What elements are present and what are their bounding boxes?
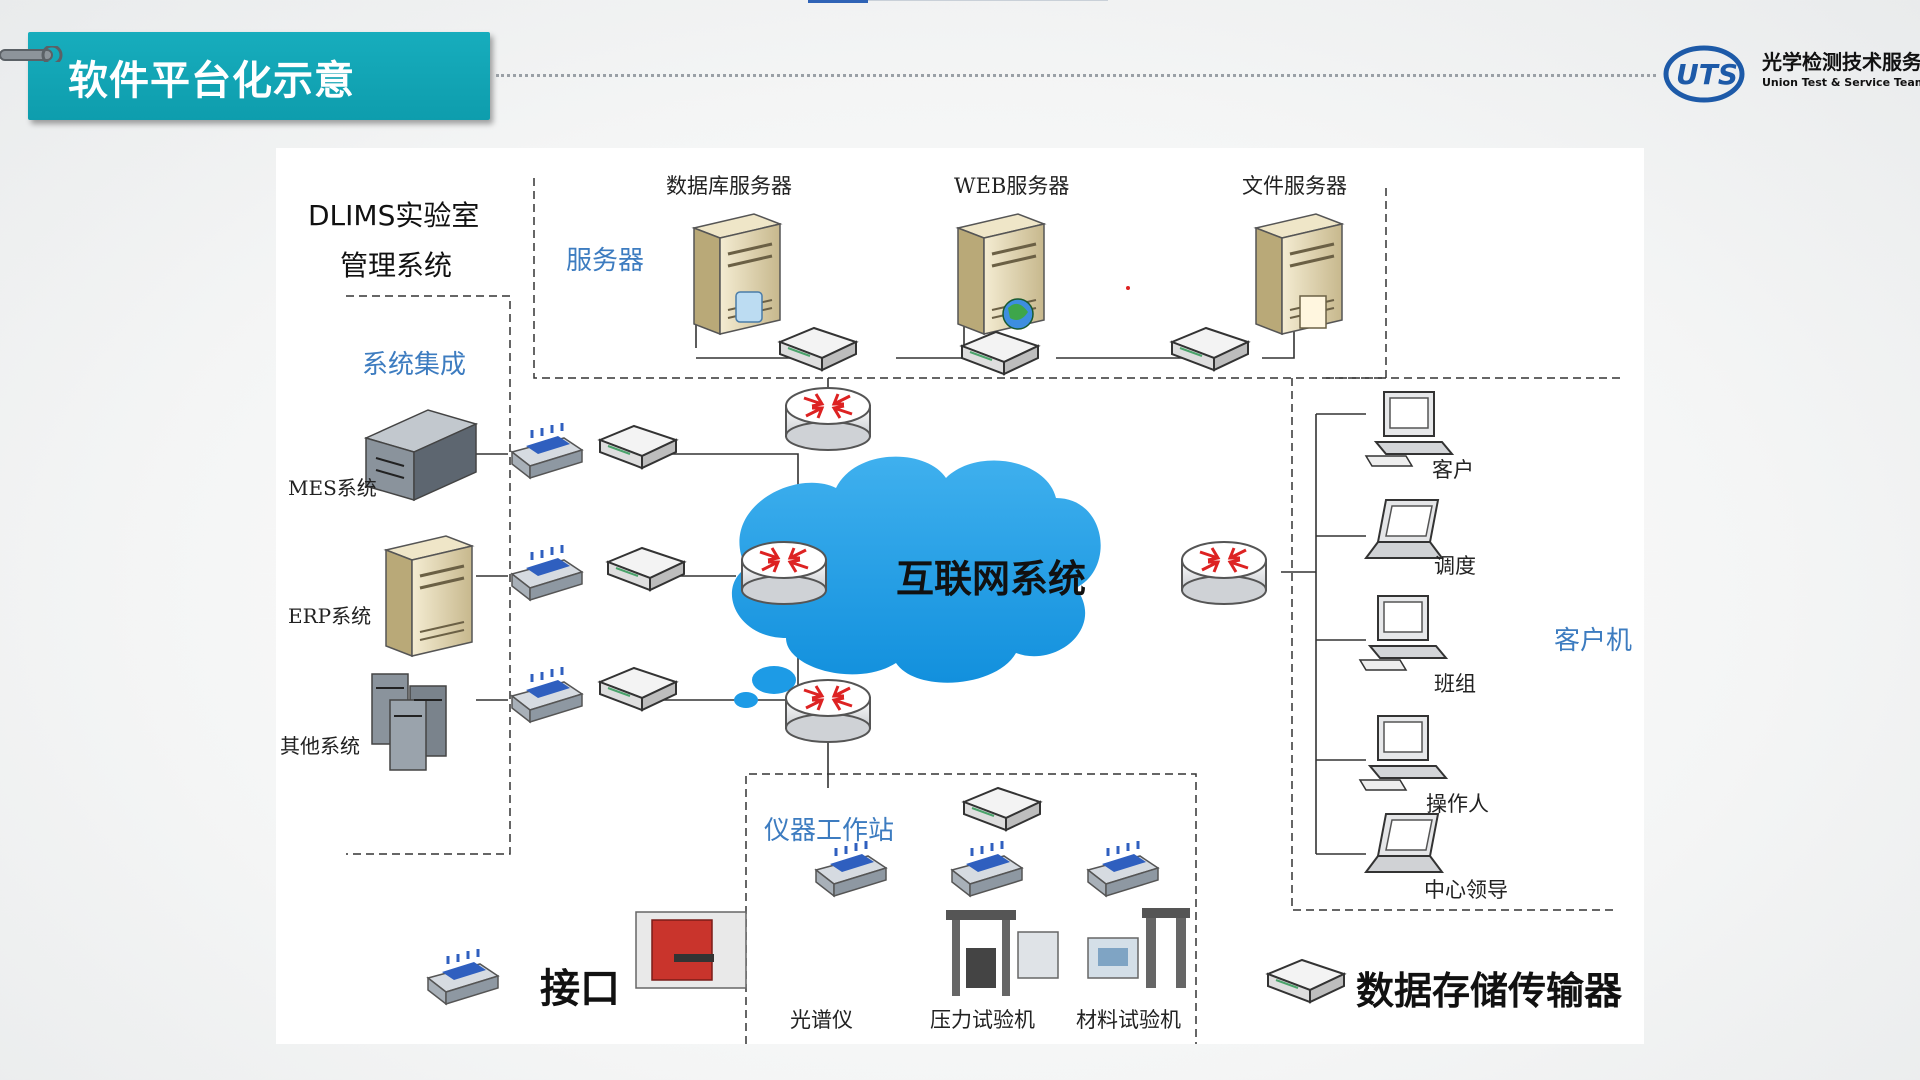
group-label-clients: 客户机 <box>1554 626 1633 656</box>
file-server-icon <box>1254 212 1344 336</box>
erp-switch-icon <box>607 547 685 591</box>
binder-clip-icon <box>0 46 63 62</box>
mes-rack-icon <box>363 409 479 502</box>
label-mes-system: MES系统 <box>288 476 377 500</box>
label-pressure-machine: 压力试验机 <box>930 1008 1035 1032</box>
diagram-graphics <box>346 178 1624 1044</box>
router-left-icon <box>740 540 828 606</box>
spectrometer-interface-icon <box>814 839 888 898</box>
pressure-testing-machine-icon <box>946 910 1059 996</box>
label-file-server: 文件服务器 <box>1242 174 1347 198</box>
top-accent-bar <box>808 0 868 3</box>
system-title-line1: DLIMS实验室 <box>308 199 480 232</box>
legend-storage-icon <box>1267 959 1345 1003</box>
label-database-server: 数据库服务器 <box>666 174 792 198</box>
globe-land-icon <box>1008 303 1028 320</box>
other-systems-cluster-icon <box>371 673 447 771</box>
label-center-leader: 中心领导 <box>1424 878 1508 902</box>
network-diagram-panel: DLIMS实验室 管理系统 服务器 系统集成 客户机 仪器工作站 数据库服务器 … <box>276 148 1644 1044</box>
label-other-systems: 其他系统 <box>280 734 360 758</box>
file-switch-icon <box>1171 327 1249 371</box>
router-bottom-icon <box>784 678 872 744</box>
label-spectrometer: 光谱仪 <box>790 1008 853 1032</box>
mes-switch-icon <box>599 425 677 469</box>
legend-interface-icon <box>426 947 500 1006</box>
other-interface-icon <box>510 665 584 724</box>
database-cylinder-icon <box>735 291 763 323</box>
group-label-servers: 服务器 <box>566 246 645 276</box>
header-dotted-divider <box>496 74 1656 77</box>
red-dot-mark <box>1126 286 1130 290</box>
spectrometer-icon <box>635 911 747 989</box>
group-label-integration: 系统集成 <box>362 350 467 380</box>
group-label-instruments: 仪器工作站 <box>764 816 895 846</box>
material-testing-machine-icon <box>1087 908 1190 988</box>
logo-english-text: Union Test & Service Team <box>1762 76 1920 89</box>
legend-interface-label: 接口 <box>540 966 620 1012</box>
pressure-interface-icon <box>950 839 1024 898</box>
material-interface-icon <box>1086 839 1160 898</box>
title-banner: 软件平台化示意 <box>28 32 490 120</box>
legend-storage-label: 数据存储传输器 <box>1356 969 1623 1013</box>
system-title-line2: 管理系统 <box>340 249 453 282</box>
internet-cloud-icon <box>731 456 1101 708</box>
slide-title: 软件平台化示意 <box>68 58 355 104</box>
logo-chinese-text: 光学检测技术服务 <box>1762 50 1920 74</box>
file-document-icon <box>1299 295 1327 329</box>
label-erp-system: ERP系统 <box>288 604 372 628</box>
db-switch-icon <box>779 327 857 371</box>
label-dispatch: 调度 <box>1434 554 1476 578</box>
erp-server-icon <box>384 534 474 658</box>
label-team: 班组 <box>1434 672 1476 696</box>
mes-interface-icon <box>510 421 584 480</box>
router-top-icon <box>784 386 872 452</box>
uts-logo: UTS 光学检测技术服务 Union Test & Service Team <box>1662 40 1920 104</box>
label-web-server: WEB服务器 <box>954 174 1070 198</box>
dispatch-laptop-icon <box>1365 499 1443 559</box>
label-client: 客户 <box>1432 458 1474 482</box>
uts-logo-icon: UTS <box>1663 45 1745 103</box>
team-desktop-icon <box>1359 595 1447 671</box>
top-accent-line <box>868 0 1108 1</box>
uts-logo-wordmark: UTS <box>1676 58 1738 91</box>
director-laptop-icon <box>1365 813 1443 873</box>
operator-desktop-icon <box>1359 715 1447 791</box>
label-internet-system: 互联网系统 <box>896 557 1087 601</box>
web-switch-icon <box>961 331 1039 375</box>
group-borders <box>346 178 1624 1044</box>
label-material-machine: 材料试验机 <box>1076 1008 1181 1032</box>
label-operator: 操作人 <box>1426 792 1489 816</box>
router-right-icon <box>1180 540 1268 606</box>
erp-interface-icon <box>510 543 584 602</box>
other-switch-icon <box>599 667 677 711</box>
instrument-switch-icon <box>963 787 1041 831</box>
